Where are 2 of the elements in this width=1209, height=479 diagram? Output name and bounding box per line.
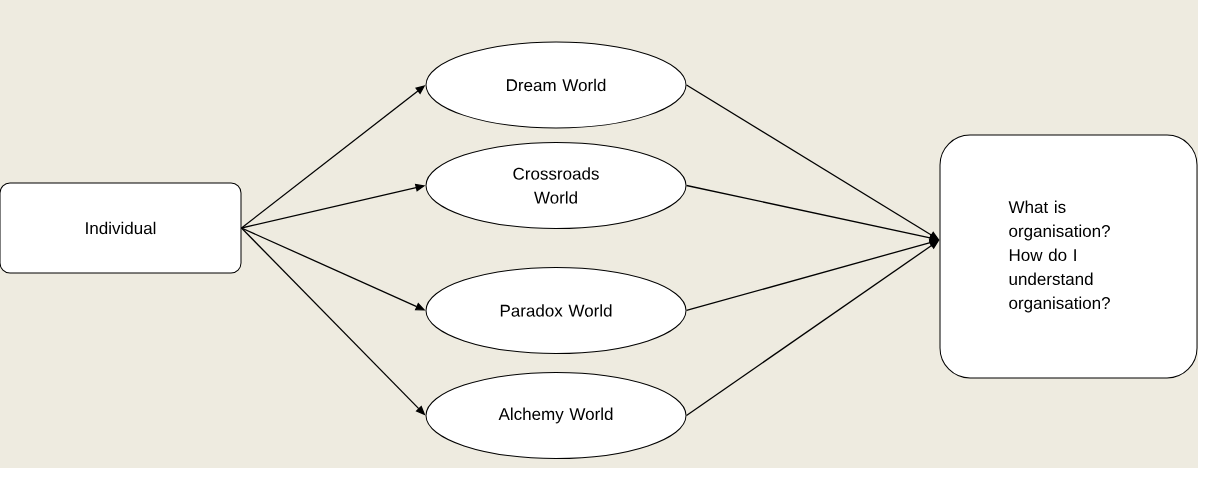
rounded-box: What is organisation? How do I understand organisation? (939, 134, 1198, 379)
rounded-box: Individual (0, 182, 242, 274)
